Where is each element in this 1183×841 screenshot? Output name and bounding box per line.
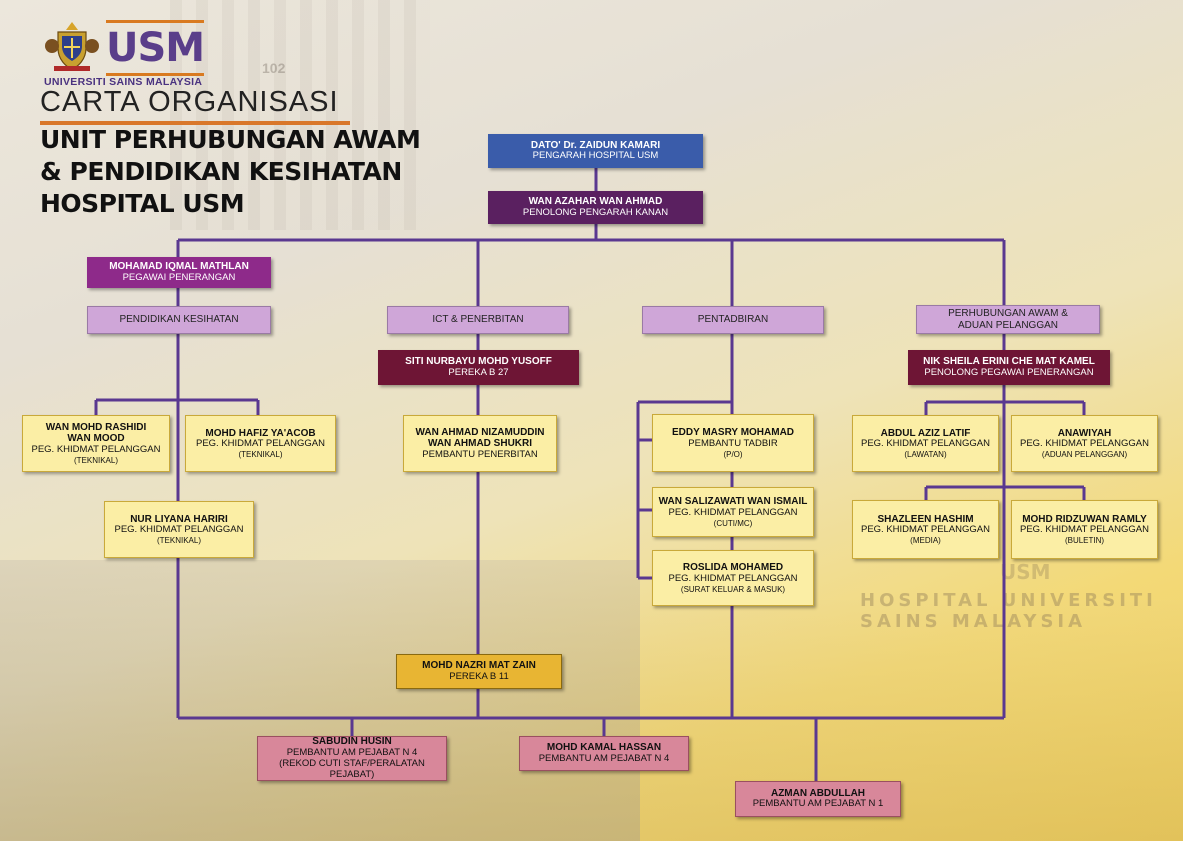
staff-name: ROSLIDA MOHAMED: [682, 562, 784, 574]
staff-role: PEG. KHIDMAT PELANGGAN: [668, 506, 798, 518]
staff-box-hafiz: MOHD HAFIZ YA'ACOB PEG. KHIDMAT PELANGGA…: [185, 415, 336, 472]
office-box-azman: AZMAN ABDULLAH PEMBANTU AM PEJABAT N 1: [735, 781, 901, 817]
title-divider: [40, 121, 350, 125]
usm-crest-icon: [45, 22, 99, 71]
unit-label: PENDIDIKAN KESIHATAN: [119, 314, 239, 326]
staff-name: NIK SHEILA ERINI CHE MAT KAMEL: [923, 356, 1095, 368]
staff-role: PENOLONG PEGAWAI PENERANGAN: [924, 366, 1094, 378]
staff-name: WAN MOHD RASHIDI: [45, 421, 147, 433]
staff-role: PEG. KHIDMAT PELANGGAN: [668, 572, 798, 584]
staff-name: MOHD HAFIZ YA'ACOB: [205, 427, 316, 439]
staff-role: PEG. KHIDMAT PELANGGAN: [1020, 524, 1149, 536]
staff-role: PEG. KHIDMAT PELANGGAN: [196, 438, 325, 450]
staff-box-eddy: EDDY MASRY MOHAMAD PEMBANTU TADBIR (P/O): [652, 414, 814, 472]
staff-duty: (BULETIN): [1064, 536, 1105, 546]
subtitle-line: & PENDIDIKAN KESIHATAN: [40, 157, 402, 186]
staff-name: SHAZLEEN HASHIM: [877, 513, 974, 525]
staff-name: AZMAN ABDULLAH: [770, 787, 866, 799]
staff-duty: (SURAT KELUAR & MASUK): [680, 584, 786, 594]
staff-name: EDDY MASRY MOHAMAD: [671, 427, 795, 439]
staff-role: PEMBANTU AM PEJABAT N 4: [538, 752, 670, 764]
staff-role: PEG. KHIDMAT PELANGGAN: [1020, 438, 1149, 450]
head-ict-box: SITI NURBAYU MOHD YUSOFF PEREKA B 27: [378, 350, 579, 385]
staff-role: PEMBANTU AM PEJABAT N 1: [752, 798, 884, 810]
director-box: DATO' Dr. ZAIDUN KAMARI PENGARAH HOSPITA…: [488, 134, 703, 168]
staff-duty: (REKOD CUTI STAF/PERALATAN PEJABAT): [279, 757, 425, 780]
staff-box-anawiyah: ANAWIYAH PEG. KHIDMAT PELANGGAN (ADUAN P…: [1011, 415, 1158, 472]
background-building-number: 102: [262, 60, 286, 76]
background-counter-photo: [640, 600, 1183, 841]
staff-box-liyana: NUR LIYANA HARIRI PEG. KHIDMAT PELANGGAN…: [104, 501, 254, 558]
director-name: DATO' Dr. ZAIDUN KAMARI: [530, 139, 661, 151]
staff-role: PEREKA B 27: [448, 366, 509, 378]
office-box-kamal: MOHD KAMAL HASSAN PEMBANTU AM PEJABAT N …: [519, 736, 689, 771]
staff-role: PEMBANTU PENERBITAN: [422, 448, 538, 460]
designer-box: MOHD NAZRI MAT ZAIN PEREKA B 11: [396, 654, 562, 689]
office-box-sabudin: SABUDIN HUSIN PEMBANTU AM PEJABAT N 4 (R…: [257, 736, 447, 781]
staff-name: WAN SALIZAWATI WAN ISMAIL: [658, 496, 808, 508]
staff-name: WAN AHMAD SHUKRI: [427, 438, 533, 450]
background-usm-logo: USM: [1000, 560, 1051, 584]
information-officer-box: MOHAMAD IQMAL MATHLAN PEGAWAI PENERANGAN: [87, 257, 271, 288]
staff-name: WAN AHMAD NIZAMUDDIN: [415, 426, 545, 438]
deputy-role: PENOLONG PENGARAH KANAN: [522, 206, 669, 218]
subtitle-line: HOSPITAL USM: [40, 189, 245, 218]
staff-duty: (TEKNIKAL): [156, 536, 201, 546]
officer-name: MOHAMAD IQMAL MATHLAN: [109, 261, 249, 273]
staff-name: SITI NURBAYU MOHD YUSOFF: [405, 356, 552, 368]
staff-name: WAN MOOD: [67, 433, 125, 445]
staff-duty: (ADUAN PELANGGAN): [1041, 450, 1128, 460]
staff-role: PEMBANTU AM PEJABAT N 4: [286, 746, 418, 758]
staff-duty: (P/O): [723, 449, 743, 459]
staff-name: ABDUL AZIZ LATIF: [880, 427, 971, 439]
staff-name: ANAWIYAH: [1057, 427, 1112, 439]
page-subtitle: UNIT PERHUBUNGAN AWAM & PENDIDIKAN KESIH…: [40, 124, 421, 220]
unit-label: PERHUBUNGAN AWAM &: [948, 308, 1068, 319]
unit-pentadbiran: PENTADBIRAN: [642, 306, 824, 334]
staff-role: PEG. KHIDMAT PELANGGAN: [31, 443, 161, 455]
staff-name: SABUDIN HUSIN: [312, 736, 392, 748]
unit-pendidikan-kesihatan: PENDIDIKAN KESIHATAN: [87, 306, 271, 334]
staff-duty: (LAWATAN): [904, 450, 947, 460]
staff-box-aziz: ABDUL AZIZ LATIF PEG. KHIDMAT PELANGGAN …: [852, 415, 999, 472]
background-ward-photo: [0, 560, 640, 841]
staff-box-shazleen: SHAZLEEN HASHIM PEG. KHIDMAT PELANGGAN (…: [852, 500, 999, 559]
staff-box-roslida: ROSLIDA MOHAMED PEG. KHIDMAT PELANGGAN (…: [652, 550, 814, 606]
unit-perhubungan-awam: PERHUBUNGAN AWAM & ADUAN PELANGGAN: [916, 305, 1100, 334]
subtitle-line: UNIT PERHUBUNGAN AWAM: [40, 125, 421, 154]
staff-role: PEREKA B 11: [449, 670, 509, 682]
staff-duty: (MEDIA): [910, 536, 941, 546]
officer-role: PEGAWAI PENERANGAN: [122, 271, 236, 283]
staff-box-nizamuddin: WAN AHMAD NIZAMUDDIN WAN AHMAD SHUKRI PE…: [403, 415, 557, 472]
usm-logo: USM: [106, 20, 205, 76]
unit-label: PENTADBIRAN: [697, 314, 769, 326]
staff-role: PEMBANTU TADBIR: [688, 437, 778, 449]
staff-box-ridzuwan: MOHD RIDZUWAN RAMLY PEG. KHIDMAT PELANGG…: [1011, 500, 1158, 559]
unit-ict-penerbitan: ICT & PENERBITAN: [387, 306, 569, 334]
staff-role: PEG. KHIDMAT PELANGGAN: [861, 524, 990, 536]
staff-duty: (TEKNIKAL): [73, 455, 118, 465]
staff-duty: (CUTI/MC): [713, 518, 753, 528]
deputy-director-box: WAN AZAHAR WAN AHMAD PENOLONG PENGARAH K…: [488, 191, 703, 224]
staff-name: NUR LIYANA HARIRI: [130, 513, 228, 525]
page-title: CARTA ORGANISASI: [40, 86, 339, 118]
staff-role: PEG. KHIDMAT PELANGGAN: [861, 438, 990, 450]
background-watermark: HOSPITAL UNIVERSITI SAINS MALAYSIA: [860, 590, 1157, 632]
staff-name: MOHD KAMAL HASSAN: [546, 742, 662, 754]
university-name: UNIVERSITI SAINS MALAYSIA: [44, 76, 203, 88]
deputy-name: WAN AZAHAR WAN AHMAD: [528, 196, 663, 208]
staff-duty: (TEKNIKAL): [238, 450, 283, 460]
staff-name: MOHD RIDZUWAN RAMLY: [1022, 513, 1147, 525]
director-role: PENGARAH HOSPITAL USM: [532, 150, 659, 162]
staff-box-rashidi: WAN MOHD RASHIDI WAN MOOD PEG. KHIDMAT P…: [22, 415, 170, 472]
staff-role: PEG. KHIDMAT PELANGGAN: [114, 524, 244, 536]
staff-box-salizawati: WAN SALIZAWATI WAN ISMAIL PEG. KHIDMAT P…: [652, 487, 814, 537]
head-perhubungan-box: NIK SHEILA ERINI CHE MAT KAMEL PENOLONG …: [908, 350, 1110, 385]
unit-label: ADUAN PELANGGAN: [957, 319, 1059, 331]
unit-label: ICT & PENERBITAN: [432, 314, 524, 326]
staff-name: MOHD NAZRI MAT ZAIN: [422, 660, 536, 672]
